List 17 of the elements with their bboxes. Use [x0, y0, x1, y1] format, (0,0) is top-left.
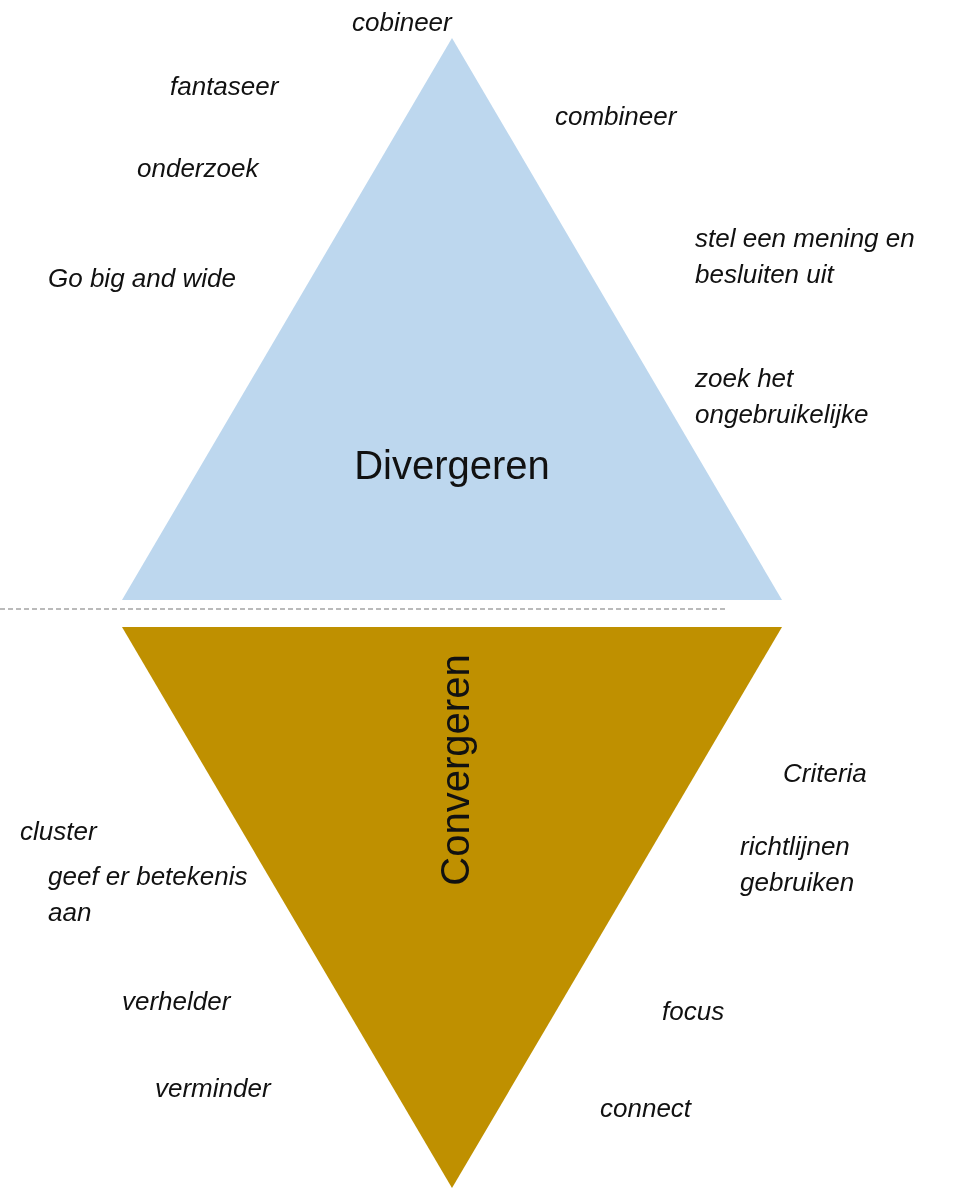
- keyword-text: focus: [662, 995, 726, 1028]
- keyword-text: verminder: [155, 1072, 273, 1105]
- triangle-label: Divergeren: [354, 442, 550, 488]
- keyword-text: Criteria: [783, 757, 868, 790]
- keyword-text: connect: [600, 1092, 693, 1125]
- keyword-text: zoek het ongebruikelijke: [695, 362, 870, 431]
- keyword-text: cobineer: [352, 6, 454, 39]
- triangle-label: Convergeren: [432, 654, 478, 886]
- keyword-text: verhelder: [122, 985, 233, 1018]
- keyword-text: geef er betekenis aan: [48, 860, 249, 929]
- keyword-text: combineer: [555, 100, 679, 133]
- keyword-text: onderzoek: [137, 152, 260, 185]
- keyword-text: stel een mening en besluiten uit: [695, 222, 916, 291]
- keyword-text: Go big and wide: [48, 262, 237, 295]
- keyword-text: cluster: [20, 815, 99, 848]
- keyword-text: richtlijnen gebruiken: [740, 830, 856, 899]
- keyword-text: fantaseer: [170, 70, 281, 103]
